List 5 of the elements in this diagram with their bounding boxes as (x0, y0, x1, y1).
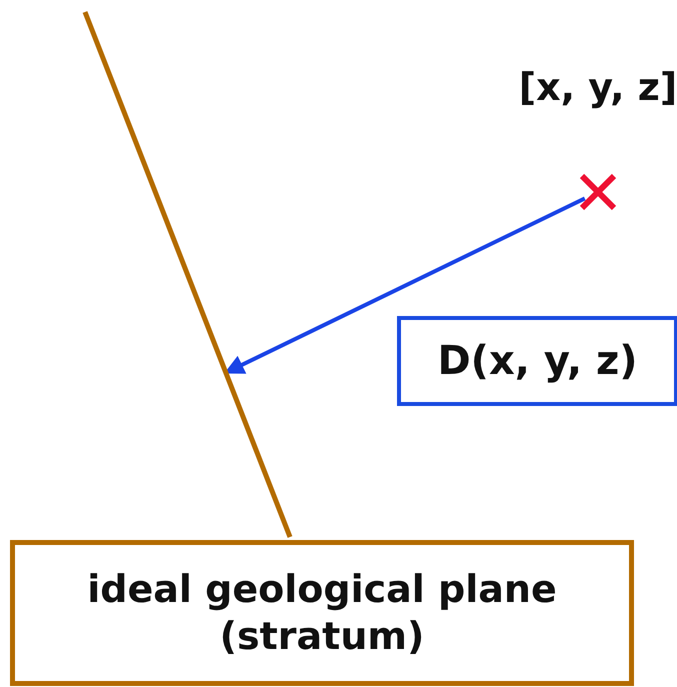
distance-function-label: D(x, y, z) (437, 337, 638, 386)
plane-label: ideal geological plane (stratum) (86, 566, 558, 660)
coordinate-label: [x, y, z] (518, 65, 677, 109)
label-box (10, 540, 634, 686)
formula-box (397, 316, 677, 406)
